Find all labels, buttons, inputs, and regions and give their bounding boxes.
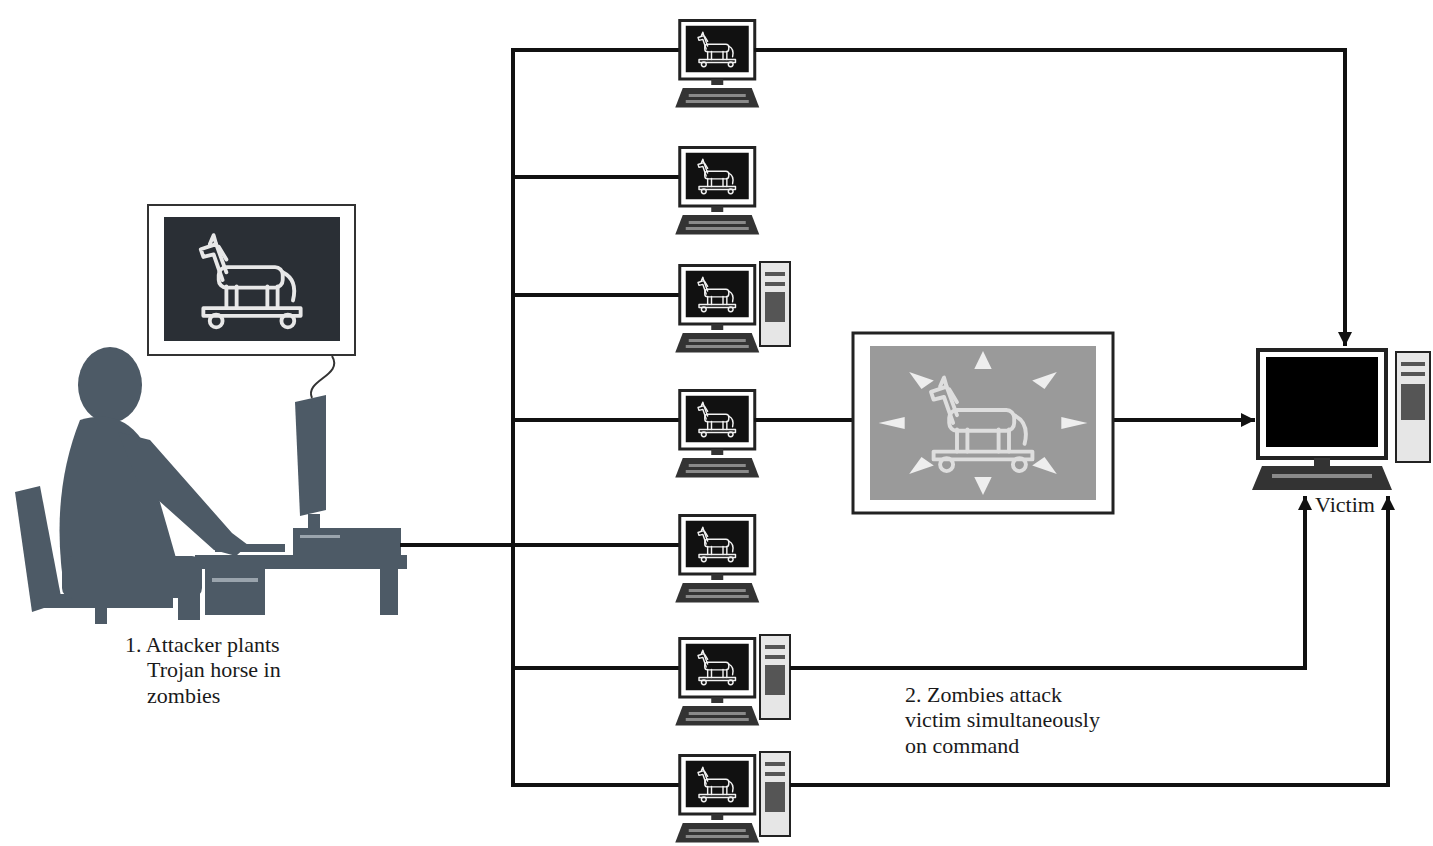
zombie-computers <box>675 21 790 843</box>
thought-bubble <box>148 205 355 398</box>
step-note: 2. Zombies attack victim simultaneously … <box>905 682 1117 758</box>
network-wires <box>400 48 680 787</box>
victim-computer-drawing <box>1252 350 1430 490</box>
attack-arrows <box>754 50 1388 785</box>
attacker-caption: 1. Attacker plants Trojan horse in zombi… <box>147 632 340 708</box>
victim-computer: Victim <box>1300 492 1390 522</box>
attacker-desk <box>195 395 407 615</box>
victim-label: Victim <box>1300 492 1390 517</box>
trojan-burst-box <box>853 333 1113 513</box>
attacker-figure: 1. Attacker plants Trojan horse in zombi… <box>125 632 340 712</box>
